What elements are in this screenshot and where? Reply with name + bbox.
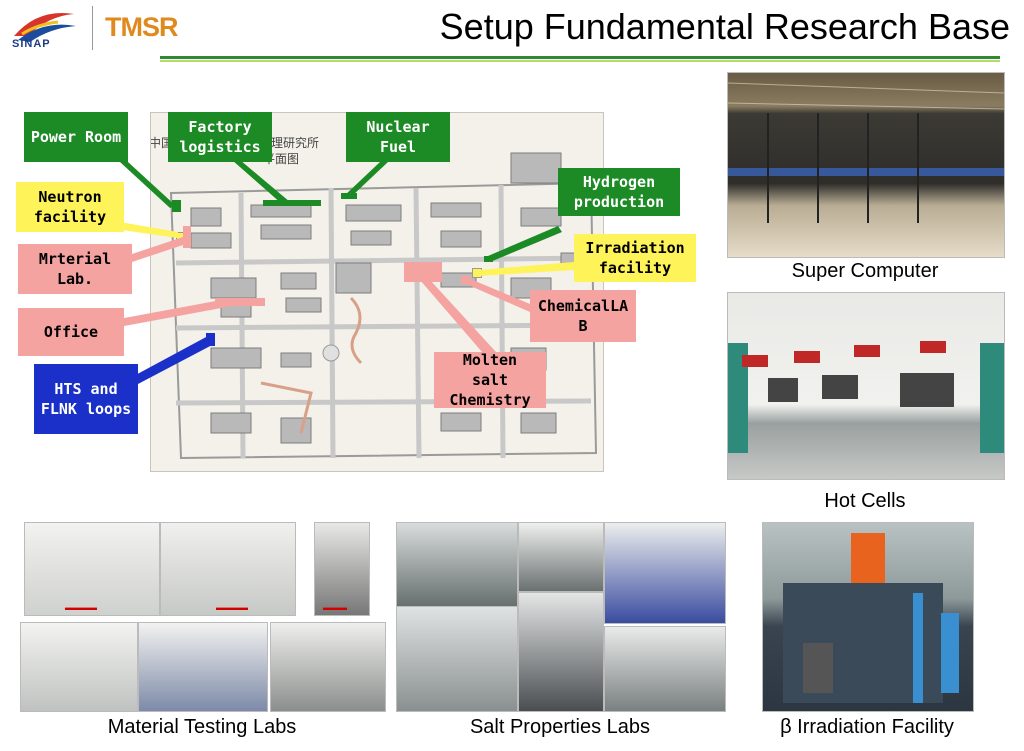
marker-hts-flnk bbox=[206, 333, 215, 346]
material-testing-photo-6 bbox=[270, 622, 386, 712]
label-hts-flnk-loops: HTS and FLNK loops bbox=[34, 364, 138, 434]
map-title-fragment-1: 中国 bbox=[151, 135, 173, 150]
marker-material-lab bbox=[183, 226, 191, 248]
salt-properties-photo-4 bbox=[396, 606, 518, 712]
sinap-logo-text: SINAP bbox=[12, 38, 51, 50]
label-hydrogen-production: Hydrogen production bbox=[558, 168, 680, 216]
salt-properties-photo-2 bbox=[518, 522, 604, 592]
material-testing-photo-2: ▬▬▬▬ bbox=[160, 522, 296, 616]
title-underline bbox=[160, 56, 1000, 59]
marker-chemical-lab bbox=[461, 276, 471, 284]
marker-power-room bbox=[172, 200, 181, 212]
beta-irradiation-graphic bbox=[783, 533, 959, 703]
label-chemical-lab: ChemicalLA B bbox=[530, 290, 636, 342]
map-title-fragment-2: 物理研究所 bbox=[259, 135, 319, 150]
server-racks-graphic bbox=[728, 82, 1004, 223]
tmsr-logo: TMSR bbox=[105, 12, 178, 43]
marker-hydrogen bbox=[484, 256, 493, 262]
super-computer-photo bbox=[727, 72, 1005, 258]
caption-beta-irradiation: β Irradiation Facility bbox=[780, 716, 954, 738]
title-underline-light bbox=[160, 60, 1000, 62]
label-molten-salt-chemistry: Molten salt Chemistry bbox=[434, 351, 546, 409]
salt-properties-photo-5 bbox=[518, 592, 604, 712]
salt-properties-photo-1 bbox=[396, 522, 518, 614]
logo-divider bbox=[92, 6, 93, 50]
material-testing-photo-3-label: ▬▬▬ bbox=[323, 603, 347, 612]
caption-hot-cells: Hot Cells bbox=[824, 490, 906, 512]
caption-salt-properties: Salt Properties Labs bbox=[469, 716, 651, 738]
salt-properties-photo-3 bbox=[604, 522, 726, 624]
material-testing-photo-5 bbox=[138, 622, 268, 712]
label-factory-logistics: Factory logistics bbox=[168, 112, 272, 162]
caption-material-testing: Material Testing Labs bbox=[107, 716, 297, 738]
label-power-room: Power Room bbox=[24, 112, 128, 162]
marker-office bbox=[215, 298, 265, 306]
tmsr-logo-text: TMSR bbox=[105, 12, 178, 42]
label-material-lab: Mrterial Lab. bbox=[18, 244, 132, 294]
hot-cells-graphic bbox=[728, 341, 1004, 453]
marker-molten-salt bbox=[404, 262, 442, 282]
label-office: Office bbox=[18, 308, 124, 356]
material-testing-photo-1-label: ▬▬▬▬ bbox=[65, 603, 97, 612]
material-testing-photo-4 bbox=[20, 622, 138, 712]
hot-cells-photo bbox=[727, 292, 1005, 480]
marker-factory-logistics bbox=[263, 200, 321, 206]
marker-nuclear-fuel bbox=[341, 193, 357, 199]
material-testing-photo-2-label: ▬▬▬▬ bbox=[216, 603, 248, 612]
salt-properties-photo-6 bbox=[604, 626, 726, 712]
label-irradiation-facility: Irradiation facility bbox=[574, 234, 696, 282]
page-title: Setup Fundamental Research Base bbox=[439, 6, 1010, 47]
beta-irradiation-photo bbox=[762, 522, 974, 712]
marker-irradiation bbox=[472, 268, 482, 278]
material-testing-photo-1: ▬▬▬▬ bbox=[24, 522, 160, 616]
caption-super-computer: Super Computer bbox=[791, 260, 939, 282]
label-nuclear-fuel: Nuclear Fuel bbox=[346, 112, 450, 162]
material-testing-photo-3: ▬▬▬ bbox=[314, 522, 370, 616]
sinap-logo-icon bbox=[14, 12, 76, 42]
label-neutron-facility: Neutron facility bbox=[16, 182, 124, 232]
